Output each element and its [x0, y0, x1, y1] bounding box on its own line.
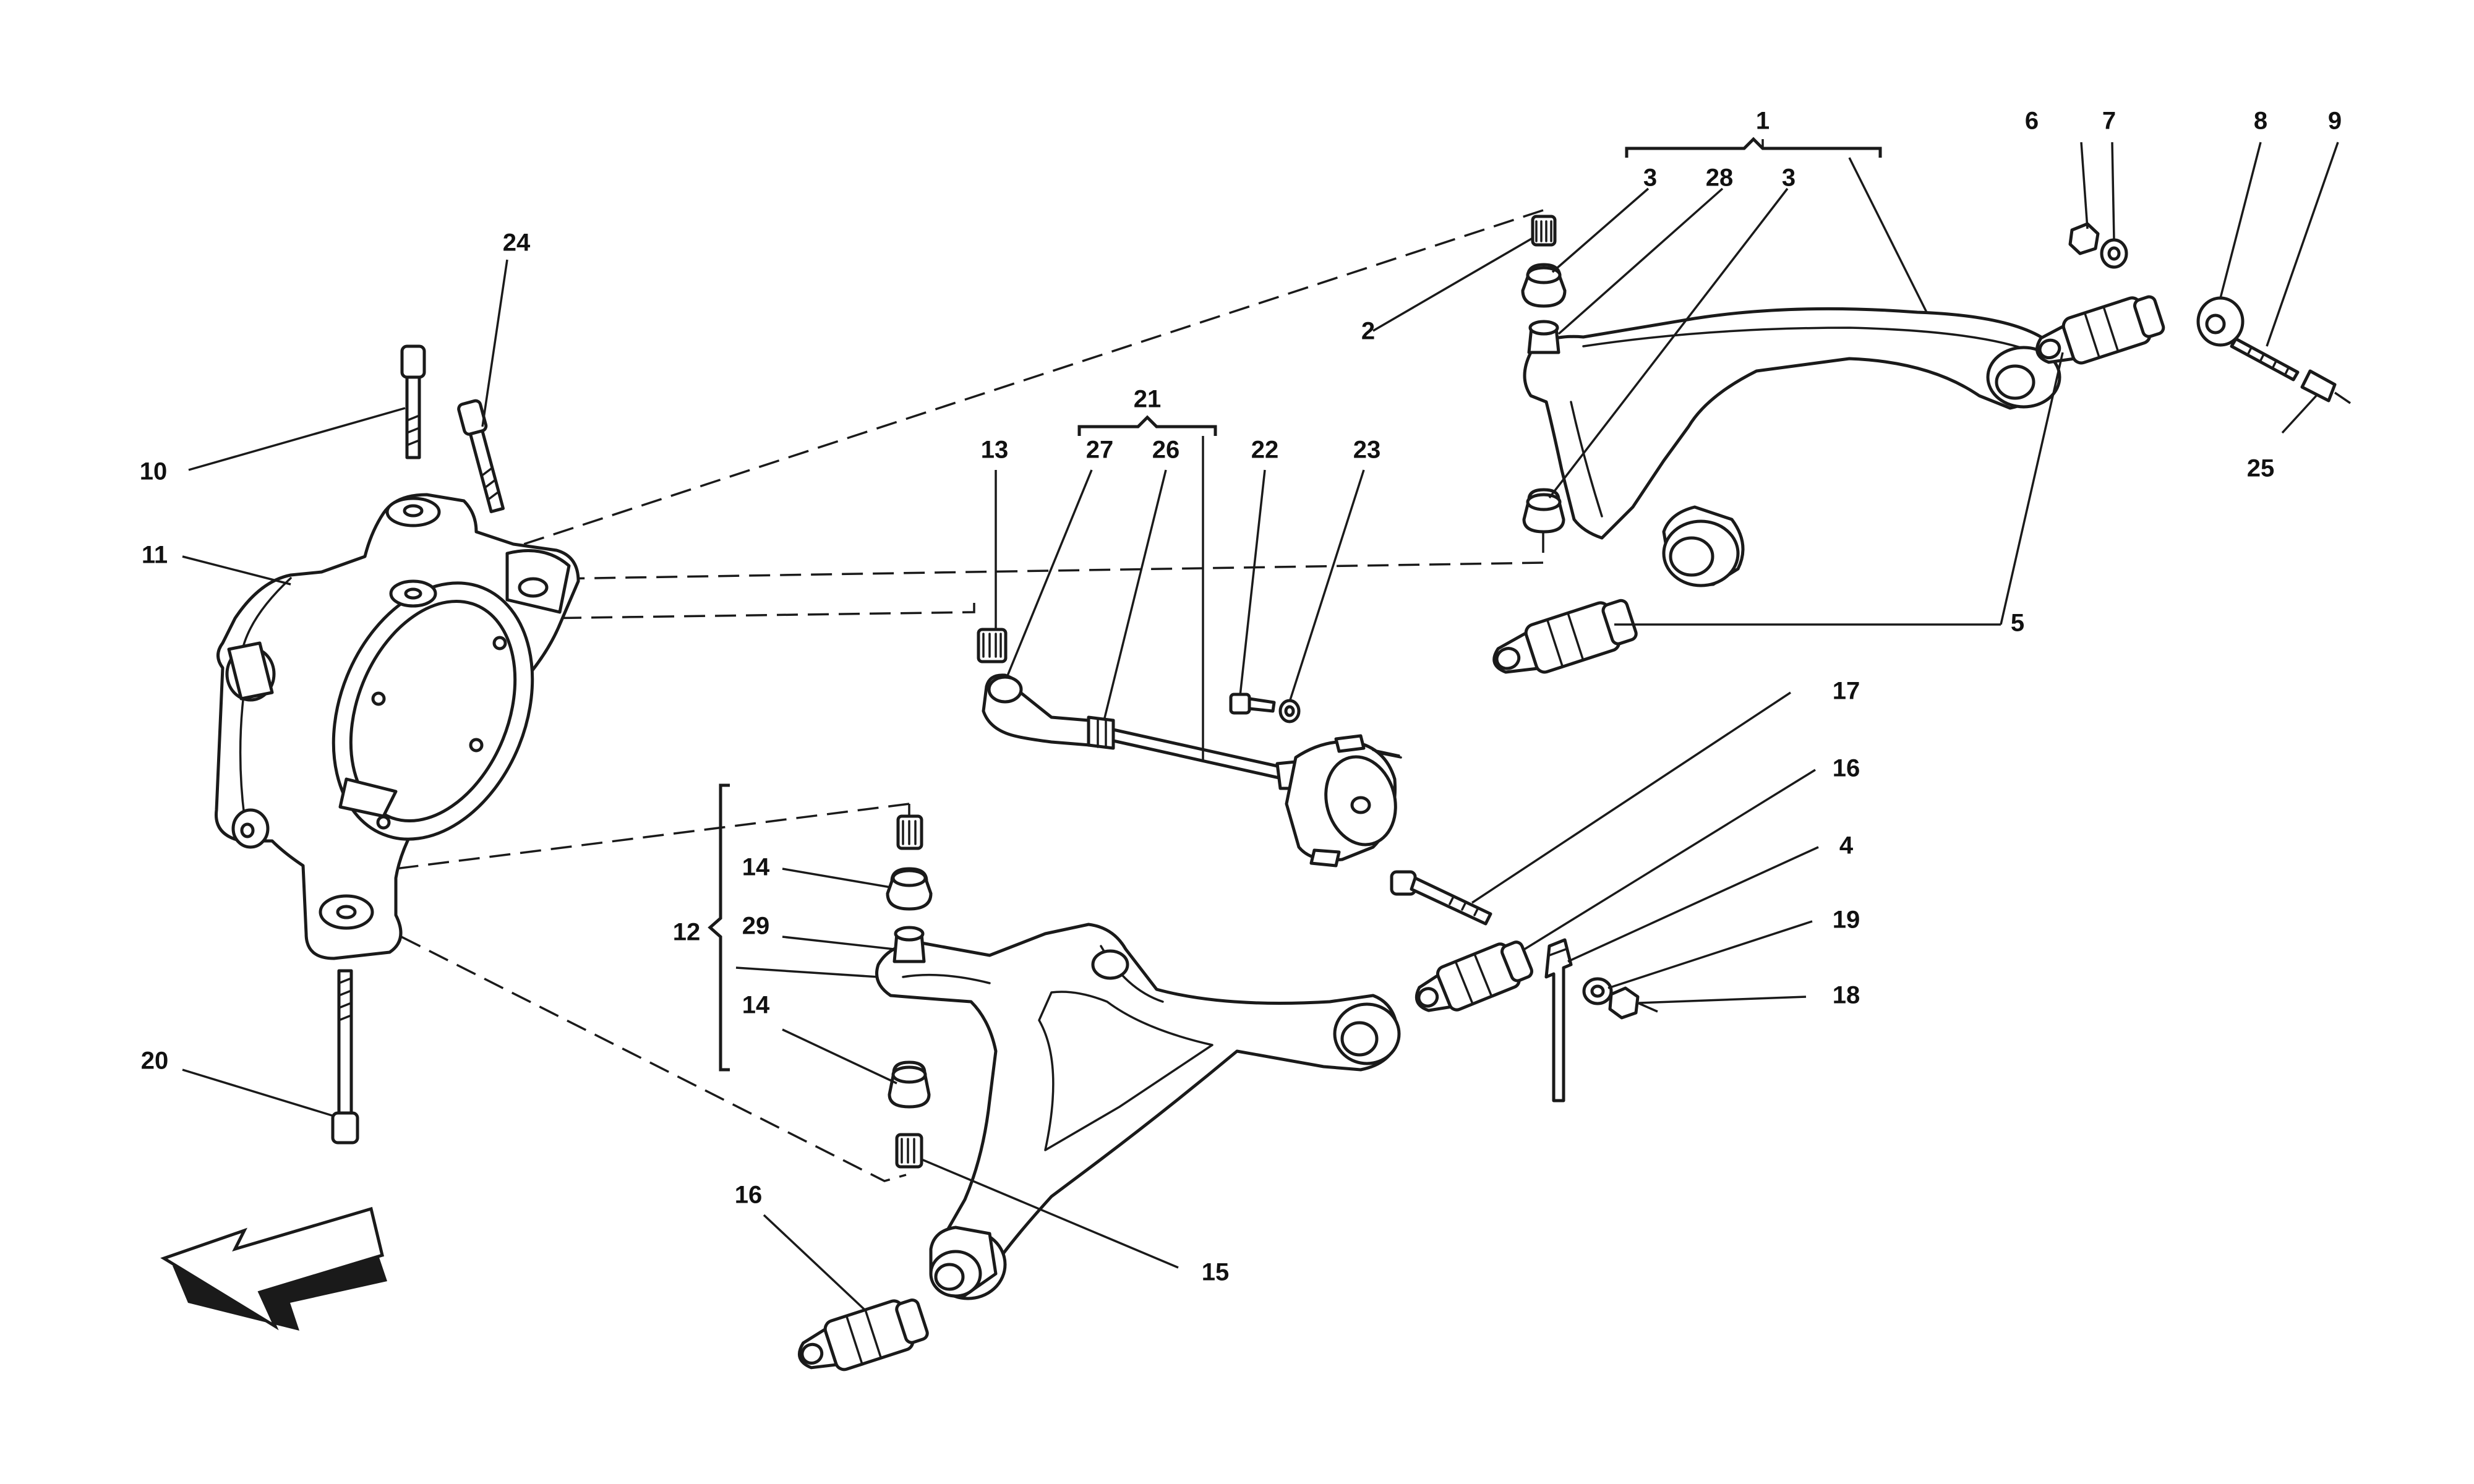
washer-7	[2100, 238, 2128, 269]
callout-16-right: 16	[1833, 755, 1860, 782]
callout-23: 23	[1353, 437, 1381, 464]
callout-2: 2	[1361, 318, 1375, 345]
washer-23	[1278, 699, 1301, 723]
callout-4: 4	[1839, 832, 1854, 859]
callout-12: 12	[673, 919, 701, 946]
stud-9	[2230, 337, 2300, 382]
callout-13: 13	[981, 437, 1009, 464]
upper-arm-bushing-stack	[1521, 215, 1567, 534]
callout-25: 25	[2247, 455, 2275, 482]
hub-carrier	[215, 493, 580, 960]
callout-28: 28	[1706, 164, 1734, 192]
lower-control-arm	[875, 923, 1401, 1300]
callout-24: 24	[503, 229, 531, 257]
callout-6: 6	[2025, 108, 2039, 135]
callout-16-lower: 16	[735, 1182, 763, 1209]
direction-arrow-icon	[160, 1206, 387, 1331]
bolt-10	[400, 344, 426, 459]
callout-14-lower: 14	[742, 992, 770, 1019]
callout-5: 5	[2011, 610, 2024, 637]
callout-19: 19	[1833, 906, 1860, 934]
bolt-24	[457, 399, 505, 513]
callout-27: 27	[1086, 437, 1114, 464]
tie-rod-assembly	[977, 628, 1402, 868]
nut-6	[2068, 222, 2100, 255]
callout-7: 7	[2102, 108, 2116, 135]
nut-18	[1608, 986, 1658, 1020]
upper-control-arm	[1523, 307, 2061, 587]
sleeve-25	[2300, 369, 2351, 404]
callout-9: 9	[2328, 108, 2342, 135]
bushing-5-left	[1492, 599, 1638, 674]
callout-1: 1	[1756, 108, 1770, 135]
callout-20: 20	[141, 1047, 169, 1075]
callout-10: 10	[140, 458, 168, 485]
callout-14-upper: 14	[742, 854, 770, 881]
callout-11: 11	[142, 542, 168, 569]
callout-18: 18	[1833, 982, 1860, 1009]
callout-21: 21	[1134, 386, 1162, 413]
callout-29: 29	[742, 913, 770, 940]
bolt-20	[331, 969, 359, 1145]
leader-lines	[182, 139, 2339, 1312]
callout-3-right: 3	[1782, 164, 1796, 192]
assembly-dashed-lines	[345, 209, 1544, 1182]
callout-17: 17	[1833, 678, 1860, 705]
callout-22: 22	[1251, 437, 1279, 464]
bushing-16-lower	[797, 1298, 929, 1371]
bushing-5-right	[2035, 295, 2165, 365]
bolt-22	[1229, 693, 1276, 715]
plate-4	[1544, 938, 1573, 1102]
callout-15: 15	[1202, 1259, 1230, 1286]
bolt-17	[1390, 870, 1492, 926]
callout-3-left: 3	[1643, 164, 1657, 192]
bracket-group-21	[1077, 415, 1217, 436]
bushing-16-right	[1415, 940, 1533, 1012]
callout-labels: 1 2 3 3 4 5 6 7 8 9 10 11 12 13 14 14 15…	[140, 108, 2342, 1286]
callout-8: 8	[2254, 108, 2267, 135]
washer-19	[1582, 977, 1613, 1005]
spacer-8	[2196, 296, 2245, 347]
bracket-group-12	[708, 783, 730, 1072]
lower-arm-bushing-stack	[886, 814, 933, 1169]
callout-26: 26	[1152, 437, 1180, 464]
bracket-group-1	[1625, 137, 1882, 158]
